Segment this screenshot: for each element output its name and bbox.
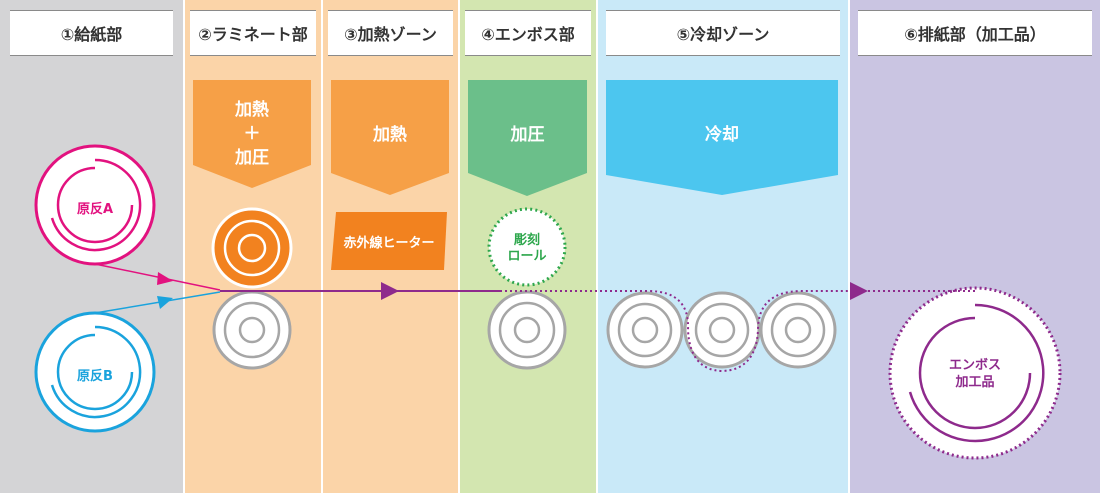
cooling-roll-1 bbox=[606, 291, 684, 369]
heating-process-shape bbox=[331, 80, 449, 195]
film-path-a bbox=[94, 263, 221, 291]
original-roll-b bbox=[34, 311, 156, 433]
engraved-line2: ロール bbox=[507, 249, 547, 264]
laminate-line2: ＋ bbox=[243, 124, 261, 144]
laminate-process-shape bbox=[193, 80, 311, 188]
laminate-line1: 加熱 bbox=[235, 100, 269, 120]
film-path-a-arrow bbox=[157, 272, 173, 285]
cooling-roll-3 bbox=[759, 291, 837, 369]
cooling-process-shape bbox=[606, 80, 838, 195]
zone-header-feed: ①給紙部 bbox=[10, 10, 173, 56]
zone-title: ①給紙部 bbox=[60, 25, 123, 44]
engraved-line1: 彫刻 bbox=[513, 233, 540, 248]
engraved-roll-label: 彫刻 ロール bbox=[492, 233, 562, 265]
original-roll-b-label: 原反B bbox=[77, 369, 113, 384]
film-path-b-arrow bbox=[157, 296, 173, 309]
zone-header-heating: ③加熱ゾーン bbox=[328, 10, 453, 56]
engraved-roll bbox=[487, 207, 567, 287]
zone-header-laminate: ②ラミネート部 bbox=[190, 10, 316, 56]
cooling-roll-2 bbox=[683, 291, 761, 369]
embossed-product-label: エンボス 加工品 bbox=[925, 357, 1025, 391]
film-path-b bbox=[94, 291, 221, 314]
laminate-line3: 加圧 bbox=[235, 148, 269, 168]
laminated-web-arrow bbox=[381, 282, 399, 300]
zone-title: ②ラミネート部 bbox=[198, 25, 308, 44]
pressure-process-shape bbox=[468, 80, 587, 196]
laminate-heated-roll bbox=[211, 207, 293, 289]
laminate-process-label: 加熱 ＋ 加圧 bbox=[193, 98, 311, 170]
laminate-backup-roll bbox=[212, 290, 292, 370]
zone-title: ⑥排紙部（加工品） bbox=[904, 25, 1046, 44]
heater-label: 赤外線ヒーター bbox=[343, 236, 435, 251]
zone-title: ④エンボス部 bbox=[481, 25, 575, 44]
embossed-product-roll bbox=[888, 286, 1062, 460]
output-line1: エンボス bbox=[948, 358, 1001, 373]
zone-title: ③加熱ゾーン bbox=[344, 25, 437, 44]
heating-process-label: 加熱 bbox=[373, 125, 407, 145]
infrared-heater bbox=[331, 212, 447, 270]
zone-header-cooling: ⑤冷却ゾーン bbox=[606, 10, 840, 56]
output-line2: 加工品 bbox=[955, 375, 995, 390]
zone-header-embossing: ④エンボス部 bbox=[465, 10, 591, 56]
zone-title: ⑤冷却ゾーン bbox=[676, 25, 770, 44]
cooling-process-label: 冷却 bbox=[705, 125, 739, 145]
embossed-web-arrow bbox=[850, 282, 868, 300]
embossing-backup-roll bbox=[487, 290, 567, 370]
zone-header-output: ⑥排紙部（加工品） bbox=[858, 10, 1092, 56]
pressure-process-label: 加圧 bbox=[510, 125, 545, 145]
original-roll-a-label: 原反A bbox=[76, 202, 114, 217]
